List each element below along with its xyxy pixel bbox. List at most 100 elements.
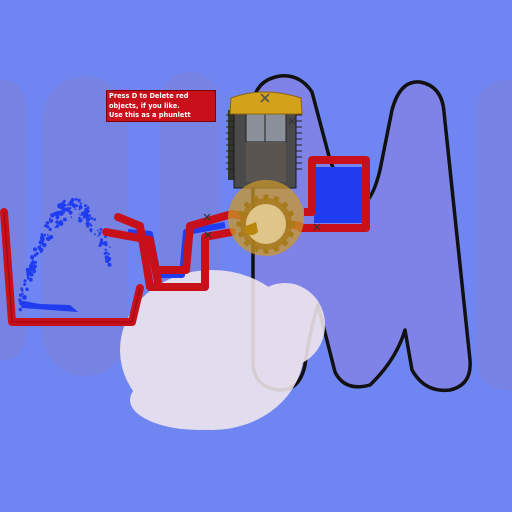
water-particle [30, 263, 34, 267]
gear-tooth [237, 231, 245, 238]
water-particle [107, 252, 110, 256]
water-particle [43, 233, 47, 237]
water-particle [86, 206, 90, 210]
water-particle [78, 205, 83, 210]
red-pipe[interactable] [102, 210, 236, 291]
water-particle [45, 221, 50, 225]
water-particle [39, 245, 41, 247]
water-particle [105, 258, 109, 262]
water-particle [74, 208, 77, 211]
gear-tooth [290, 221, 296, 227]
water-particle [62, 200, 66, 204]
water-particle [44, 224, 47, 228]
water-particle [85, 214, 89, 218]
gear-tooth [237, 210, 245, 217]
water-particle [28, 277, 33, 282]
water-particle [90, 217, 94, 220]
water-particle [30, 255, 34, 260]
water-particle [87, 209, 90, 213]
water-particle [93, 233, 96, 236]
water-particle [40, 236, 43, 239]
gear-tooth [263, 248, 269, 254]
gear-tooth [243, 201, 251, 209]
water-particle [75, 204, 78, 207]
water-particle [98, 233, 101, 236]
cloud [120, 270, 325, 430]
gear-tooth [236, 221, 242, 227]
gear-tooth [281, 201, 289, 209]
water-particle [32, 247, 38, 252]
water-particle [104, 248, 107, 251]
water-particle [63, 211, 66, 214]
water-particle [29, 272, 34, 277]
water-particle [22, 295, 27, 300]
water-particle [70, 216, 73, 218]
water-particle [105, 251, 108, 254]
water-particle [93, 218, 97, 221]
water-particle [68, 210, 73, 215]
water-particle [85, 221, 90, 226]
water-particle [33, 264, 37, 268]
water-particle [89, 230, 92, 233]
water-particle [109, 246, 111, 248]
gear-tooth [252, 245, 259, 253]
water-particle [18, 307, 23, 312]
water-particle [84, 209, 86, 211]
water-particle [38, 247, 43, 251]
left-basin-water [18, 300, 78, 312]
water-particle [97, 235, 99, 237]
water-particle [46, 225, 50, 229]
water-particle [26, 288, 29, 292]
water-particle [89, 223, 92, 226]
gear-tooth [287, 231, 295, 238]
water-particle [60, 209, 64, 213]
flywheel-gear[interactable] [228, 180, 304, 256]
gear-tooth [281, 239, 289, 247]
gear-hub [246, 204, 286, 244]
water-particle [55, 224, 60, 228]
water-particle [60, 220, 63, 223]
instruction-sign[interactable]: Press D to Delete red objects, if you li… [106, 90, 216, 122]
water-particle [84, 204, 87, 208]
right-tank-wall[interactable] [298, 156, 370, 232]
water-particle [18, 293, 23, 297]
water-particle [21, 292, 24, 295]
water-particle [80, 212, 83, 215]
water-particle [41, 243, 45, 246]
water-particle [32, 269, 37, 274]
water-particle [86, 217, 91, 222]
water-particle [103, 241, 108, 246]
gear-tooth [273, 245, 280, 253]
water-particle [79, 202, 82, 205]
gear-tooth [252, 195, 259, 203]
water-particle [29, 268, 32, 270]
water-particle [104, 255, 110, 260]
engine[interactable] [226, 91, 303, 189]
water-particle [107, 262, 112, 267]
water-particle [78, 218, 83, 223]
water-particle [63, 217, 67, 222]
engine-piston[interactable] [245, 111, 287, 143]
water-particle [96, 229, 99, 232]
water-particle [23, 282, 27, 286]
water-particle [108, 258, 111, 261]
water-particle [99, 241, 104, 246]
water-particle [54, 226, 57, 229]
water-particle [33, 253, 37, 257]
water-particle [99, 228, 103, 231]
water-particle [27, 276, 30, 279]
water-particle [32, 260, 35, 263]
x-marker-icon [260, 93, 270, 103]
water-particle [80, 214, 83, 217]
water-spray [18, 197, 112, 312]
gear-tooth [263, 194, 269, 200]
water-particle [23, 279, 27, 283]
hinge-x-marker-icons [203, 117, 321, 239]
water-particle [77, 200, 81, 203]
engine-cap[interactable] [229, 91, 303, 115]
gear-teeth [236, 194, 296, 254]
water-particle [62, 207, 67, 212]
water-particle [55, 213, 60, 218]
water-particle [31, 259, 34, 261]
